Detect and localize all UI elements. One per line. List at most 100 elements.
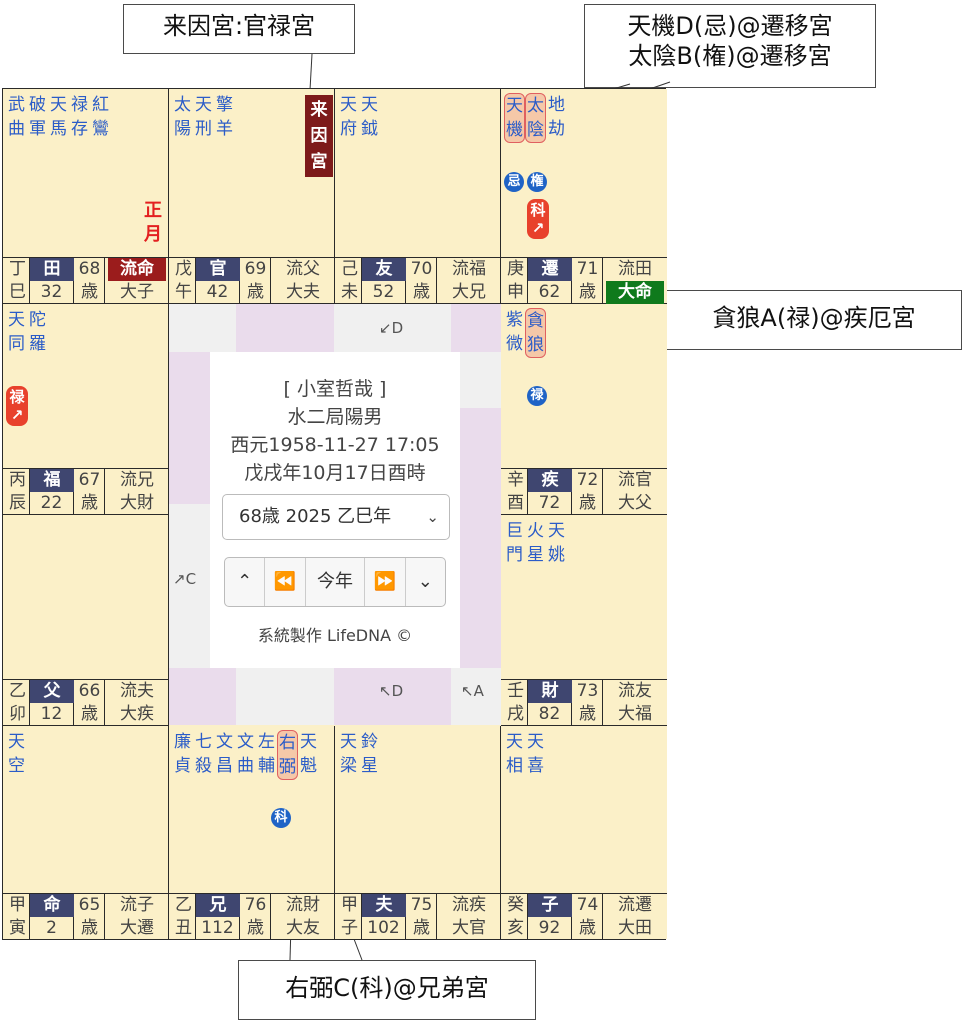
liuming-mark: 流命: [108, 258, 166, 281]
center-panel: ↙D ↗C ↖D ↖A [ 小室哲哉 ] 水二局陽男 西元1958-11-27 …: [169, 304, 501, 725]
fast-backward-icon: ⏪: [273, 571, 297, 592]
palace-name: 兄: [196, 894, 240, 917]
stem-branch: 甲寅: [6, 894, 30, 940]
laiyin-gong-badge: 来因宮: [305, 95, 333, 177]
zhengyue-mark: 正月: [144, 200, 162, 245]
stem-branch: 甲子: [338, 894, 362, 940]
stem-branch: 丙辰: [6, 469, 30, 515]
star-list: 天同 陀羅: [6, 308, 48, 356]
ziwei-chart: 武曲 破軍 天馬 禄存 紅鸞 正月 丁巳 田 32 68歳 流命大子 流命 太陽…: [2, 88, 667, 940]
flow-palaces: 流兄大財: [120, 470, 154, 513]
arrow-top-d: ↙D: [379, 319, 404, 337]
callout-tianji-text: 天機D(忌)@遷移宮: [627, 12, 833, 40]
star-tuoluo: 陀羅: [29, 310, 46, 354]
stem-branch: 辛酉: [504, 469, 528, 515]
star-list: 天相 天喜: [504, 730, 546, 778]
rewind-button[interactable]: ⏪: [265, 558, 306, 606]
star-tianxi: 天喜: [527, 732, 544, 776]
star-tiantong: 天同: [8, 310, 25, 354]
star-lianzhen: 廉貞: [174, 732, 191, 776]
star-tiankong: 天空: [8, 732, 25, 776]
quan-badge: 権: [527, 172, 547, 192]
ji-badge: 忌: [504, 172, 524, 192]
star-list: 太陽 天刑 擎羊: [172, 93, 235, 141]
flow-palaces: 流子大遷: [120, 895, 154, 938]
bureau: 水二局陽男: [287, 406, 383, 428]
star-list: 天空: [6, 730, 27, 778]
star-tianyue: 天鉞: [361, 95, 378, 139]
decade-start: 12: [30, 703, 74, 726]
star-qingyang: 擎羊: [216, 95, 233, 139]
star-tanlang: 貪狼: [525, 308, 546, 358]
ke-badge: 科: [271, 808, 291, 828]
star-tianfu: 天府: [340, 95, 357, 139]
this-year-button[interactable]: 今年: [306, 558, 366, 606]
star-list: 天機 太陰 地劫: [504, 93, 567, 143]
star-taiyang: 太陽: [174, 95, 191, 139]
star-huoxing: 火星: [527, 521, 544, 565]
palace-cell-si[interactable]: 武曲 破軍 天馬 禄存 紅鸞 正月 丁巳 田 32 68歳 流命大子 流命: [3, 89, 169, 304]
decade-start: 2: [30, 917, 74, 940]
stem-branch: 己未: [338, 258, 362, 304]
palace-name: 官: [196, 258, 240, 281]
star-qisha: 七殺: [195, 732, 212, 776]
lu-tag: 禄↗: [6, 386, 28, 426]
star-dijie: 地劫: [548, 95, 565, 139]
callout-youbi: 右弼C(科)@兄弟宮: [238, 960, 536, 1020]
decade-start: 32: [30, 281, 74, 304]
callout-tanlang: 貪狼A(禄)@疾厄宮: [666, 290, 962, 350]
decade-start: 102: [362, 917, 406, 940]
callout-youbi-text: 右弼C(科)@兄弟宮: [285, 974, 489, 1002]
forward-button[interactable]: ⏩: [365, 558, 406, 606]
flow-palaces: 流友大福: [618, 681, 652, 724]
footer-credit: 系統製作 LifeDNA ©: [257, 626, 413, 645]
stem-branch: 乙卯: [6, 680, 30, 726]
star-tianxiang: 天相: [506, 732, 523, 776]
palace-name: 疾: [528, 469, 572, 492]
star-wuqu: 武曲: [8, 95, 25, 139]
star-zuofu: 左輔: [258, 732, 275, 776]
year-select[interactable]: 68歳 2025 乙巳年 ⌄: [222, 494, 450, 540]
decade-start: 112: [196, 917, 240, 940]
star-list: 巨門 火星 天姚: [504, 519, 567, 567]
callout-taiyin-text: 太陰B(権)@遷移宮: [628, 42, 832, 70]
year-nav-group: ⌃ ⏪ 今年 ⏩ ⌄: [224, 557, 446, 607]
prev-year-button[interactable]: ⌃: [225, 558, 266, 606]
star-wenqu: 文曲: [237, 732, 254, 776]
next-year-button[interactable]: ⌄: [406, 558, 445, 606]
star-lingxing: 鈴星: [361, 732, 378, 776]
flow-palaces: 流福大兄: [452, 259, 486, 302]
decade-start: 62: [528, 281, 572, 304]
chevron-down-icon: ⌄: [417, 571, 433, 592]
star-list: 紫微 貪狼: [504, 308, 546, 358]
arrow-bottom-a: ↖A: [461, 682, 484, 700]
star-taiyin: 太陰: [525, 93, 546, 143]
palace-name: 福: [30, 469, 74, 492]
chevron-down-icon: ⌄: [426, 508, 439, 526]
